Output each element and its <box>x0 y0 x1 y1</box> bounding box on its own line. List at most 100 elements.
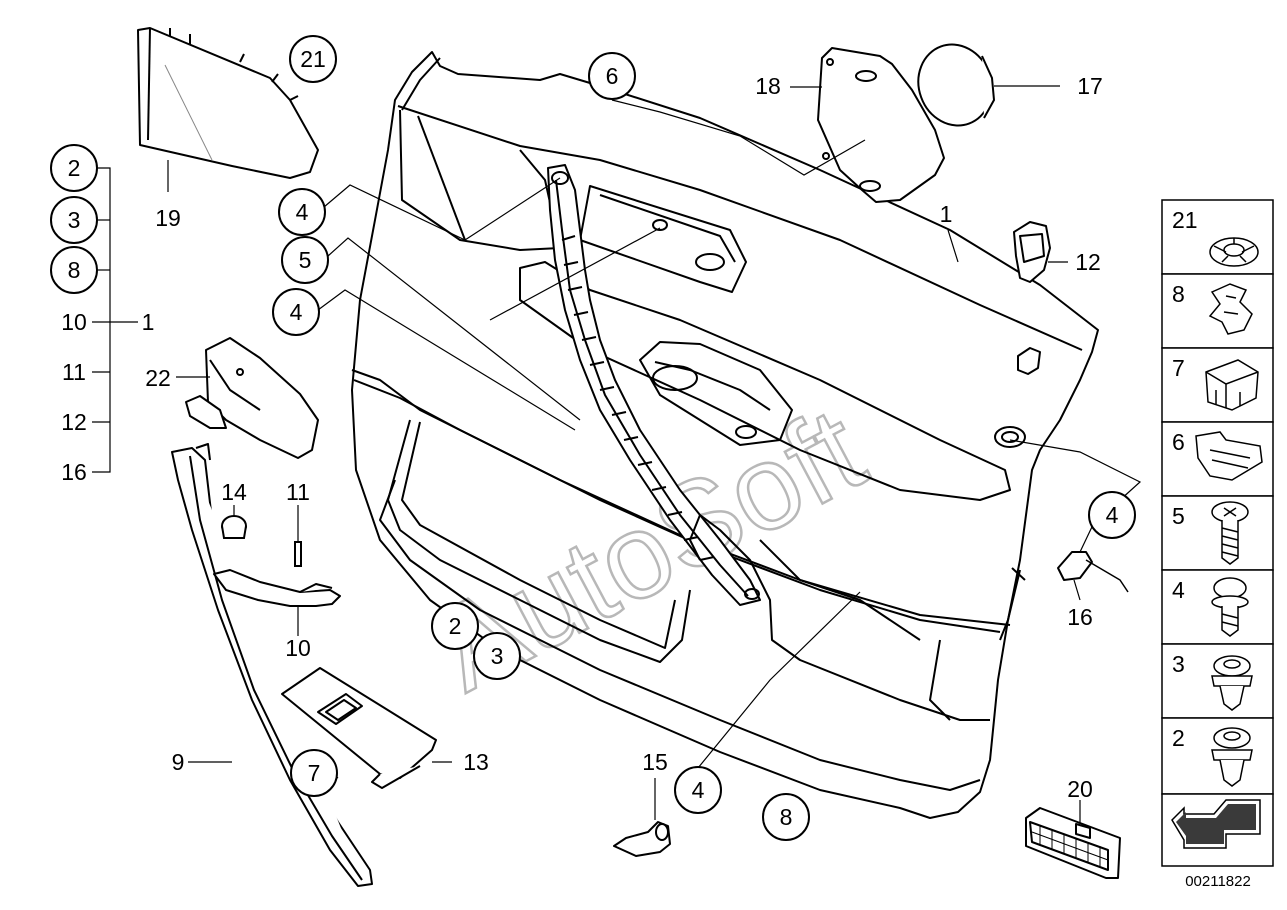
callout: 6 <box>588 52 636 100</box>
svg-text:6: 6 <box>1172 429 1185 455</box>
svg-text:12: 12 <box>61 409 87 435</box>
clip-icon <box>1208 283 1253 335</box>
screw-icon <box>1211 501 1249 565</box>
callout: 17 <box>1077 73 1103 99</box>
svg-text:4: 4 <box>692 777 705 803</box>
plastic-rivet-icon <box>1211 655 1253 711</box>
svg-text:18: 18 <box>755 73 781 99</box>
svg-text:15: 15 <box>642 749 668 775</box>
legend-row: 21 <box>1172 207 1259 267</box>
callout: 11 <box>286 479 310 505</box>
collar-screw-icon <box>1211 577 1249 637</box>
callout: 15 <box>642 749 668 775</box>
svg-text:22: 22 <box>145 365 171 391</box>
lamp-clip-drawing <box>613 821 671 857</box>
legend-row: 8 <box>1172 281 1253 335</box>
callout: 3 <box>50 196 98 244</box>
callout: 8 <box>50 246 98 294</box>
callout: 18 <box>755 73 781 99</box>
legend-row: 2 <box>1172 725 1253 787</box>
leader-lines <box>92 85 1142 824</box>
light-unit-drawing <box>1057 551 1129 593</box>
callout: 9 <box>172 749 185 775</box>
callout: 2 <box>431 602 479 650</box>
callout: 16 <box>61 459 87 485</box>
callout: 12 <box>1075 249 1101 275</box>
legend-row: 6 <box>1172 429 1263 481</box>
svg-text:4: 4 <box>1172 577 1185 603</box>
svg-text:9: 9 <box>172 749 185 775</box>
svg-text:14: 14 <box>221 479 247 505</box>
callout: 14 <box>221 479 247 505</box>
callout-list: 21 6 18 17 2 3 8 10 1 11 12 16 19 4 5 4 … <box>50 35 1136 841</box>
svg-text:21: 21 <box>1172 207 1198 233</box>
trim-clip-icon <box>1195 431 1263 481</box>
callout: 21 <box>289 35 337 83</box>
svg-text:3: 3 <box>491 643 504 669</box>
callout: 4 <box>278 188 326 236</box>
pin-drawing <box>294 541 302 567</box>
panel-socket-drawing <box>1017 347 1041 375</box>
svg-text:1: 1 <box>142 309 155 335</box>
mirror-cover-drawing <box>137 27 319 179</box>
plug-drawing <box>221 515 247 539</box>
legend-row: 5 <box>1172 501 1249 565</box>
svg-text:11: 11 <box>286 479 310 505</box>
svg-text:10: 10 <box>285 635 311 661</box>
callout: 2 <box>50 144 98 192</box>
svg-text:2: 2 <box>1172 725 1185 751</box>
callout: 7 <box>290 749 338 797</box>
expanding-clip-icon <box>1211 727 1253 787</box>
callout: 19 <box>155 205 181 231</box>
svg-text:12: 12 <box>1075 249 1101 275</box>
arrow-icon <box>1171 799 1261 849</box>
footwell-light-drawing <box>1025 807 1121 879</box>
callout: 10 <box>61 309 87 335</box>
svg-text:8: 8 <box>68 257 81 283</box>
callout: 22 <box>145 365 171 391</box>
callout: 16 <box>1067 604 1093 630</box>
svg-text:6: 6 <box>606 63 619 89</box>
speaker-grille-drawing <box>917 43 996 127</box>
svg-text:4: 4 <box>1106 502 1119 528</box>
legend-row: 4 <box>1172 577 1249 637</box>
svg-text:8: 8 <box>780 804 793 830</box>
svg-text:8: 8 <box>1172 281 1185 307</box>
svg-text:11: 11 <box>62 359 86 385</box>
bracket-drawing <box>185 337 319 459</box>
svg-text:5: 5 <box>299 247 312 273</box>
svg-text:4: 4 <box>296 199 309 225</box>
callout: 20 <box>1067 776 1093 802</box>
switch-panel-drawing <box>281 667 437 789</box>
svg-text:3: 3 <box>1172 651 1185 677</box>
callout: 13 <box>463 749 489 775</box>
svg-text:16: 16 <box>1067 604 1093 630</box>
pillar-trim-drawing <box>171 443 373 887</box>
callout: 10 <box>285 635 311 661</box>
speaker-cover-plate-drawing <box>817 47 945 203</box>
callout: 12 <box>61 409 87 435</box>
svg-text:2: 2 <box>68 155 81 181</box>
svg-text:13: 13 <box>463 749 489 775</box>
svg-text:10: 10 <box>61 309 87 335</box>
svg-text:3: 3 <box>68 207 81 233</box>
svg-text:1: 1 <box>940 201 953 227</box>
callout: 5 <box>281 236 329 284</box>
callout: 4 <box>674 766 722 814</box>
svg-text:19: 19 <box>155 205 181 231</box>
diagram-number: 00211822 <box>1185 873 1251 890</box>
callout: 4 <box>272 288 320 336</box>
callout: 1 <box>940 201 953 227</box>
callout: 8 <box>762 793 810 841</box>
handle-cover-drawing <box>213 569 341 607</box>
callout: 3 <box>473 632 521 680</box>
rivet-icon <box>1209 237 1259 267</box>
clamp-icon <box>1205 359 1259 411</box>
door-panel-drawing <box>351 51 1099 819</box>
svg-text:17: 17 <box>1077 73 1103 99</box>
callout: 4 <box>1088 491 1136 539</box>
svg-text:7: 7 <box>1172 355 1185 381</box>
switch-clip-drawing <box>1013 221 1051 283</box>
svg-text:2: 2 <box>449 613 462 639</box>
